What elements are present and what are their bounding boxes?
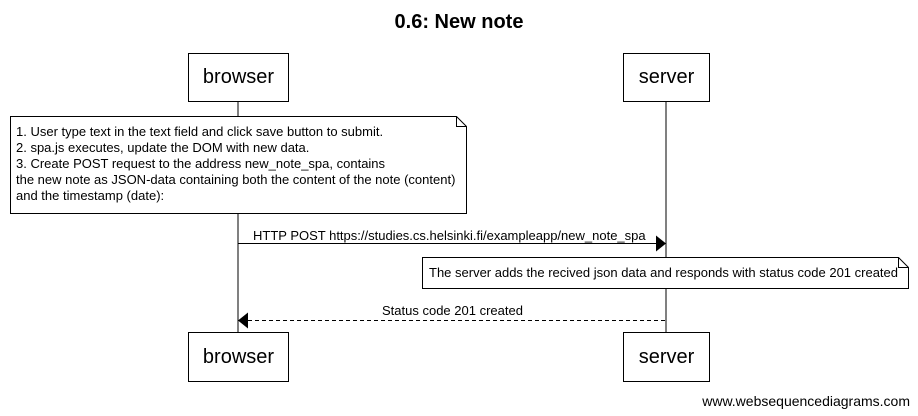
server-note-shape xyxy=(422,257,909,289)
browser-note-line: 3. Create POST request to the address ne… xyxy=(16,156,386,171)
server-actor-bottom: server xyxy=(623,332,710,382)
status-response-arrowhead xyxy=(238,312,248,329)
server-note: The server adds the recived json data an… xyxy=(429,265,899,280)
browser-note: 1. User type text in the text field and … xyxy=(16,124,455,204)
watermark: www.websequencediagrams.com xyxy=(702,393,910,409)
status-response-label: Status code 201 created xyxy=(382,303,523,318)
browser-note-line: and the timestamp (date): xyxy=(16,188,165,203)
browser-note-line: 1. User type text in the text field and … xyxy=(16,124,384,139)
browser-note-shape xyxy=(10,116,467,214)
post-request-label: HTTP POST https://studies.cs.helsinki.fi… xyxy=(253,228,646,243)
browser-note-line: 2. spa.js executes, update the DOM with … xyxy=(16,140,310,155)
browser-actor-bottom: browser xyxy=(188,332,289,382)
server-actor-top: server xyxy=(623,53,710,102)
diagram-title: 0.6: New note xyxy=(394,11,524,33)
browser-note-fold xyxy=(456,116,467,127)
browser-actor-top: browser xyxy=(188,53,289,102)
post-request-arrowhead xyxy=(656,235,666,252)
server-note-fold xyxy=(898,257,909,268)
browser-note-line: the new note as JSON-data containing bot… xyxy=(16,172,456,187)
